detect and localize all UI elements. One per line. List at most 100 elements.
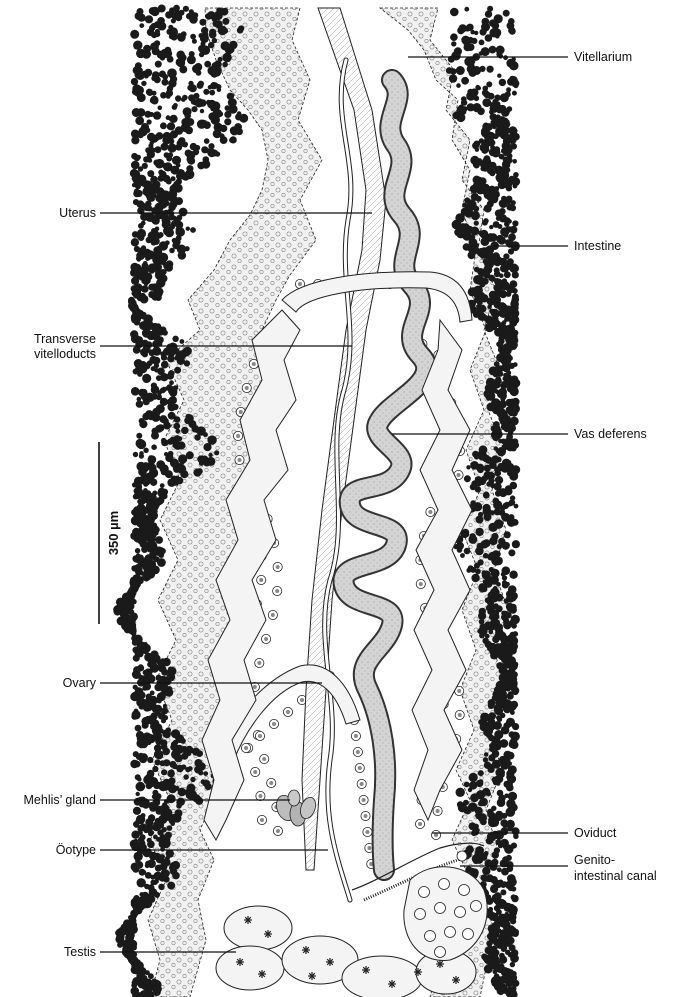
tegument-dot bbox=[136, 251, 145, 260]
tegument-dot bbox=[157, 51, 165, 59]
tegument-dot bbox=[497, 428, 502, 433]
tegument-dot bbox=[156, 460, 165, 469]
scale-bar-label: 350 µm bbox=[106, 511, 121, 555]
tegument-dot bbox=[199, 19, 206, 26]
tegument-dot bbox=[133, 346, 141, 354]
tegument-dot bbox=[133, 807, 141, 815]
tegument-dot bbox=[513, 620, 518, 625]
tegument-dot bbox=[155, 209, 160, 214]
tegument-dot bbox=[129, 585, 138, 594]
tegument-dot bbox=[489, 385, 494, 390]
tegument-dot bbox=[509, 472, 518, 481]
tegument-dot bbox=[514, 504, 519, 509]
follicle-nucleus bbox=[365, 830, 369, 834]
tegument-dot bbox=[169, 7, 175, 13]
tegument-dot bbox=[510, 387, 519, 396]
tegument-dot bbox=[149, 980, 154, 985]
tegument-dot bbox=[200, 120, 207, 127]
tegument-dot bbox=[186, 414, 192, 420]
tegument-dot bbox=[116, 598, 125, 607]
tegument-dot bbox=[508, 952, 513, 957]
tegument-dot bbox=[237, 27, 244, 34]
tegument-dot bbox=[229, 41, 237, 49]
tegument-dot bbox=[149, 657, 155, 663]
tegument-dot bbox=[142, 975, 147, 980]
tegument-dot bbox=[137, 295, 143, 301]
tegument-dot bbox=[144, 111, 151, 118]
tegument-dot bbox=[461, 99, 467, 105]
tegument-dot bbox=[131, 161, 140, 170]
follicle-nucleus bbox=[252, 362, 256, 366]
tegument-dot bbox=[497, 447, 506, 456]
tegument-dot bbox=[159, 548, 166, 555]
tegument-dot bbox=[169, 380, 174, 385]
tegument-dot bbox=[509, 61, 518, 70]
tegument-dot bbox=[503, 621, 512, 630]
tegument-dot bbox=[480, 540, 488, 548]
tegument-dot bbox=[221, 41, 230, 50]
tegument-dot bbox=[213, 82, 218, 87]
tegument-dot bbox=[160, 398, 168, 406]
tegument-dot bbox=[480, 186, 487, 193]
tegument-dot bbox=[134, 319, 140, 325]
receptacle-cell bbox=[425, 931, 436, 942]
tegument-dot bbox=[133, 369, 139, 375]
tegument-dot bbox=[165, 688, 174, 697]
tegument-dot bbox=[150, 724, 155, 729]
receptacle-cell bbox=[463, 929, 474, 940]
tegument-dot bbox=[479, 798, 488, 807]
tegument-dot bbox=[497, 867, 502, 872]
tegument-dot bbox=[207, 435, 216, 444]
tegument-dot bbox=[163, 163, 171, 171]
tegument-dot bbox=[483, 86, 489, 92]
tegument-dot bbox=[461, 77, 469, 85]
tegument-dot bbox=[177, 441, 185, 449]
tegument-dot bbox=[495, 839, 501, 845]
tegument-dot bbox=[497, 342, 503, 348]
tegument-dot bbox=[472, 103, 481, 112]
tegument-dot bbox=[481, 47, 490, 56]
tegument-dot bbox=[508, 792, 517, 801]
tegument-dot bbox=[171, 18, 176, 23]
tegument-dot bbox=[466, 465, 470, 469]
tegument-dot bbox=[506, 399, 514, 407]
tegument-dot bbox=[222, 53, 231, 62]
tegument-dot bbox=[512, 243, 520, 251]
tegument-dot bbox=[178, 251, 186, 259]
tegument-dot bbox=[504, 661, 509, 666]
tegument-dot bbox=[142, 546, 147, 551]
tegument-dot bbox=[155, 29, 160, 34]
label-vas-deferens: Vas deferens bbox=[574, 427, 647, 441]
tegument-dot bbox=[490, 619, 499, 628]
tegument-dot bbox=[139, 420, 147, 428]
tegument-dot bbox=[146, 674, 155, 683]
tegument-dot bbox=[161, 869, 170, 878]
tegument-dot bbox=[475, 148, 479, 152]
tegument-dot bbox=[469, 773, 478, 782]
tegument-dot bbox=[497, 790, 504, 797]
tegument-dot bbox=[186, 13, 192, 19]
tegument-dot bbox=[155, 61, 162, 68]
tegument-dot bbox=[209, 90, 215, 96]
tegument-dot bbox=[203, 771, 208, 776]
tegument-dot bbox=[131, 277, 139, 285]
tegument-dot bbox=[131, 78, 138, 85]
tegument-dot bbox=[177, 436, 182, 441]
label-vitellarium: Vitellarium bbox=[574, 50, 632, 64]
tegument-dot bbox=[166, 156, 172, 162]
follicle-nucleus bbox=[258, 794, 262, 798]
follicle-nucleus bbox=[275, 589, 279, 593]
tegument-dot bbox=[488, 924, 497, 933]
tegument-dot bbox=[190, 227, 196, 233]
tegument-dot bbox=[224, 111, 231, 118]
tegument-dot bbox=[167, 373, 174, 380]
tegument-dot bbox=[484, 752, 489, 757]
tegument-dot bbox=[149, 511, 158, 520]
tegument-dot bbox=[141, 737, 148, 744]
follicle-nucleus bbox=[272, 722, 276, 726]
tegument-dot bbox=[152, 98, 159, 105]
tegument-dot bbox=[171, 750, 180, 759]
tegument-dot bbox=[195, 797, 203, 805]
tegument-dot bbox=[139, 23, 144, 28]
tegument-dot bbox=[168, 143, 177, 152]
